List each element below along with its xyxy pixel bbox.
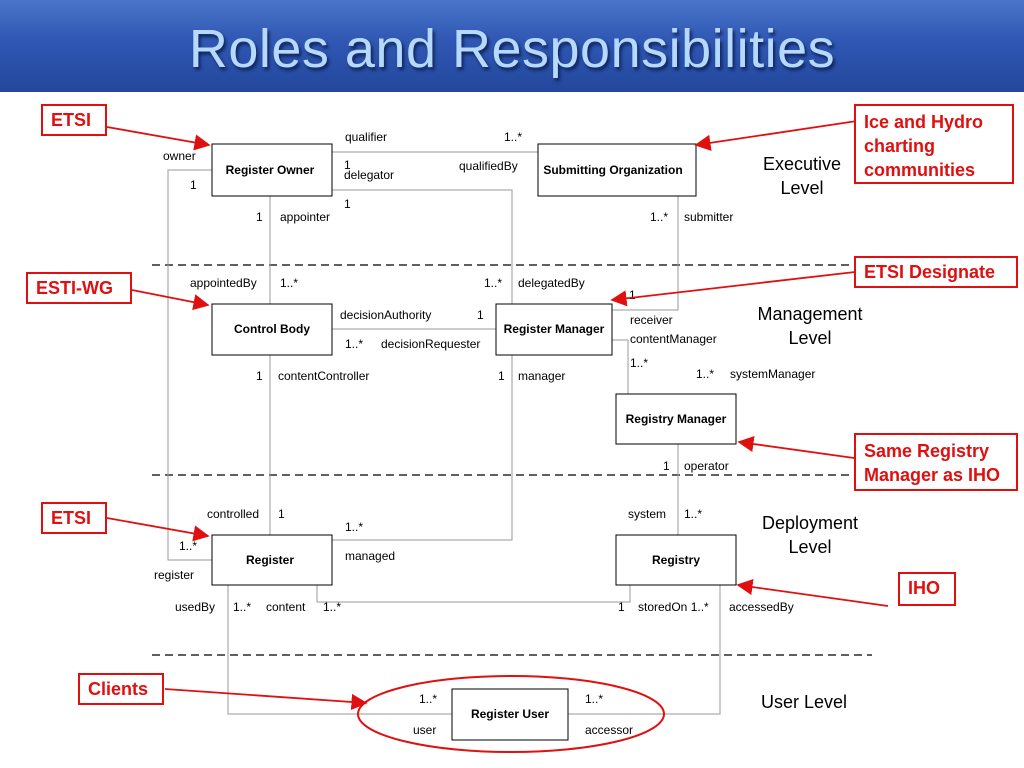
assoc-manager bbox=[332, 355, 513, 541]
mult-operator: 1 bbox=[663, 459, 670, 473]
assoc-usedBy bbox=[227, 585, 452, 715]
register-owner-box bbox=[211, 143, 333, 197]
mult-storedOn: 1 bbox=[618, 600, 625, 614]
role-system: system bbox=[628, 507, 666, 521]
registry-label: Registry bbox=[652, 553, 700, 567]
role-qualifiedBy: qualifiedBy bbox=[459, 159, 518, 173]
note-etsi-designate: ETSI Designate bbox=[854, 256, 1018, 288]
mult-usedBy: 1..* bbox=[233, 600, 251, 614]
role-controlled: controlled bbox=[207, 507, 259, 521]
arrow-clients-to-register-user bbox=[164, 688, 368, 711]
page-title: Roles and Responsibilities bbox=[188, 19, 836, 79]
mult-delegator-2: 1 bbox=[344, 197, 351, 211]
role-register: register bbox=[154, 568, 194, 582]
note-iho: IHO bbox=[898, 572, 956, 606]
clients-ellipse bbox=[357, 675, 665, 753]
mult-controlled: 1 bbox=[278, 507, 285, 521]
control-body-label: Control Body bbox=[234, 322, 310, 336]
mult-owner: 1 bbox=[190, 178, 197, 192]
mult-decisionRequester: 1..* bbox=[345, 337, 363, 351]
submitting-organization-label: Submitting Organization bbox=[543, 163, 682, 177]
mult-appointedBy: 1..* bbox=[280, 276, 298, 290]
role-contentController: contentController bbox=[278, 369, 369, 383]
role-delegator: delegator bbox=[344, 168, 394, 182]
arrow-ice-hydro-to-submitting-org bbox=[694, 120, 858, 151]
arrow-etsi-designate-to-register-manager bbox=[610, 271, 856, 307]
role-owner: owner bbox=[163, 149, 196, 163]
arrow-esti-wg-to-control-body bbox=[131, 289, 210, 311]
mult-user: 1..* bbox=[419, 692, 437, 706]
register-label: Register bbox=[246, 553, 294, 567]
registry-manager-label: Registry Manager bbox=[626, 412, 727, 426]
mult-delegatedBy: 1..* bbox=[484, 276, 502, 290]
arrow-same-registry-to-registry-manager bbox=[737, 435, 855, 459]
registry-manager-box bbox=[615, 393, 737, 445]
assoc-content-manager bbox=[612, 339, 629, 394]
register-user-label: Register User bbox=[471, 707, 549, 721]
role-accessor: accessor bbox=[585, 723, 633, 737]
note-clients: Clients bbox=[78, 673, 164, 705]
role-appointer: appointer bbox=[280, 210, 330, 224]
mult-accessor: 1..* bbox=[585, 692, 603, 706]
mult-system: 1..* bbox=[684, 507, 702, 521]
mult-contentManager: 1..* bbox=[630, 356, 648, 370]
arrow-iho-to-registry bbox=[736, 578, 889, 607]
mult-qualifier: 1..* bbox=[504, 130, 522, 144]
note-same-registry: Same Registry Manager as IHO bbox=[854, 433, 1018, 491]
note-ice-hydro: Ice and Hydro charting communities bbox=[854, 104, 1014, 184]
arrow-etsi-to-register bbox=[106, 517, 210, 542]
register-user-box bbox=[451, 688, 569, 741]
mult-content: 1..* bbox=[323, 600, 341, 614]
role-manager: manager bbox=[518, 369, 565, 383]
role-storedOn: storedOn 1..* bbox=[638, 600, 709, 614]
role-receiver: receiver bbox=[630, 313, 673, 327]
assoc-owner-register bbox=[167, 169, 212, 561]
role-decisionAuthority: decisionAuthority bbox=[340, 308, 431, 322]
note-etsi-top: ETSI bbox=[41, 104, 107, 136]
role-systemManager: systemManager bbox=[730, 367, 815, 381]
mult-systemManager: 1..* bbox=[696, 367, 714, 381]
role-operator: operator bbox=[684, 459, 729, 473]
assoc-storedOn bbox=[316, 585, 631, 603]
role-appointedBy: appointedBy bbox=[190, 276, 257, 290]
mult-submitter: 1..* bbox=[650, 210, 668, 224]
mult-appointer: 1 bbox=[256, 210, 263, 224]
assoc-accessedBy bbox=[568, 585, 721, 715]
role-qualifier: qualifier bbox=[345, 130, 387, 144]
mult-delegator-1: 1 bbox=[344, 158, 351, 172]
note-etsi-bottom: ETSI bbox=[41, 502, 107, 534]
role-user: user bbox=[413, 723, 436, 737]
register-box bbox=[211, 534, 333, 586]
role-delegatedBy: delegatedBy bbox=[518, 276, 585, 290]
role-submitter: submitter bbox=[684, 210, 733, 224]
role-accessedBy: accessedBy bbox=[729, 600, 794, 614]
arrow-etsi-to-register-owner bbox=[106, 126, 211, 151]
title-banner bbox=[0, 0, 1024, 92]
assoc-delegator bbox=[332, 189, 513, 304]
register-manager-label: Register Manager bbox=[504, 322, 605, 336]
note-esti-wg: ESTI-WG bbox=[26, 272, 132, 304]
register-manager-box bbox=[495, 303, 613, 356]
role-managed: managed bbox=[345, 549, 395, 563]
submitting-organization-box bbox=[537, 143, 697, 197]
register-owner-label: Register Owner bbox=[226, 163, 315, 177]
mult-manager: 1 bbox=[498, 369, 505, 383]
role-content: content bbox=[266, 600, 306, 614]
mult-decisionAuthority: 1 bbox=[477, 308, 484, 322]
mult-managed: 1..* bbox=[345, 520, 363, 534]
mult-register: 1..* bbox=[179, 539, 197, 553]
role-usedBy: usedBy bbox=[175, 600, 215, 614]
role-decisionRequester: decisionRequester bbox=[381, 337, 480, 351]
assoc-submitter bbox=[612, 196, 679, 311]
mult-receiver: 1 bbox=[629, 288, 636, 302]
registry-box bbox=[615, 534, 737, 586]
role-contentManager: contentManager bbox=[630, 332, 717, 346]
level-user: User Level bbox=[761, 692, 847, 712]
mult-contentController: 1 bbox=[256, 369, 263, 383]
control-body-box bbox=[211, 303, 333, 356]
